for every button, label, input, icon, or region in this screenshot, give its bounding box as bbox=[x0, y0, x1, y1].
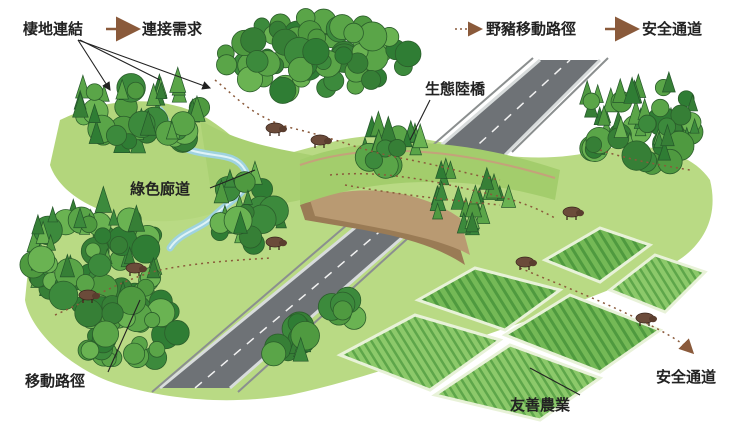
movement-paths bbox=[54, 79, 695, 355]
forest-clusters bbox=[19, 8, 704, 370]
wild-boars bbox=[78, 122, 657, 326]
tree-icon bbox=[146, 256, 161, 279]
tree-icon bbox=[465, 211, 479, 233]
label-green-corridor: 綠色廊道 bbox=[130, 180, 191, 198]
tree-icon bbox=[115, 78, 129, 100]
tree-icon bbox=[213, 178, 230, 204]
path-mid bbox=[329, 172, 556, 219]
tree-icon bbox=[59, 253, 76, 278]
legend-connection-needs: 連接需求 bbox=[142, 20, 203, 38]
path-top bbox=[214, 79, 501, 181]
wild-boar-icon bbox=[78, 289, 100, 303]
label-overpass: 生態陸橋 bbox=[425, 80, 486, 98]
tree-icon bbox=[73, 206, 87, 229]
legend-boar-path: 野豬移動路徑 bbox=[486, 20, 577, 38]
tree-icon bbox=[242, 189, 253, 205]
tree-icon bbox=[597, 104, 611, 126]
tree-icon bbox=[31, 213, 45, 235]
legend-habitat-connection: 棲地連結 bbox=[23, 20, 84, 38]
field-5 bbox=[541, 226, 654, 284]
label-friendly-farming: 友善農業 bbox=[510, 396, 571, 414]
tree-icon bbox=[108, 208, 120, 226]
tree-icon bbox=[88, 103, 101, 124]
tree-icon bbox=[662, 70, 676, 93]
tree-icon bbox=[169, 66, 187, 93]
field-6 bbox=[607, 253, 708, 314]
legend-safe-passage: 安全通道 bbox=[642, 20, 703, 38]
tree-icon bbox=[500, 183, 517, 208]
label-movement-path: 移動路徑 bbox=[25, 372, 86, 390]
tree-icon bbox=[165, 120, 179, 140]
tree-icon bbox=[188, 94, 206, 122]
farm-fields bbox=[336, 226, 708, 422]
field-4 bbox=[431, 343, 604, 422]
tree-icon bbox=[94, 185, 113, 213]
tree-icon bbox=[139, 109, 157, 136]
wild-boar-icon bbox=[515, 256, 537, 270]
tree-icon bbox=[479, 166, 495, 190]
tree-icon bbox=[127, 204, 146, 232]
wild-boar-icon bbox=[265, 236, 287, 250]
tree-icon bbox=[612, 77, 629, 103]
wild-boar-icon bbox=[635, 312, 657, 326]
tree-icon bbox=[613, 115, 629, 138]
tree-icon bbox=[450, 185, 467, 210]
tree-icon bbox=[468, 184, 482, 205]
callout-lines bbox=[77, 39, 581, 396]
tree-icon bbox=[292, 336, 309, 362]
tree-icon bbox=[412, 122, 429, 149]
field-2 bbox=[336, 313, 504, 392]
tree-icon bbox=[47, 205, 58, 223]
path-bridge bbox=[344, 184, 501, 206]
tree-icon bbox=[432, 202, 444, 220]
tree-icon bbox=[155, 81, 167, 100]
tree-icon bbox=[686, 93, 699, 112]
wild-boar-icon bbox=[125, 262, 147, 276]
tree-icon bbox=[660, 123, 675, 147]
field-1 bbox=[414, 266, 564, 332]
tree-icon bbox=[657, 139, 672, 161]
wild-boar-icon bbox=[310, 134, 332, 148]
wild-boar-icon bbox=[265, 122, 287, 136]
tree-icon bbox=[88, 119, 105, 144]
tree-icon bbox=[689, 117, 700, 134]
tree-icon bbox=[435, 180, 449, 201]
wild-boar-icon bbox=[562, 206, 584, 220]
tree-icon bbox=[233, 210, 248, 234]
path-left bbox=[54, 257, 271, 316]
tree-icon bbox=[435, 159, 448, 179]
tree-icon bbox=[401, 130, 413, 148]
field-3 bbox=[501, 293, 664, 374]
label-safe-passage: 安全通道 bbox=[656, 368, 717, 386]
tree-icon bbox=[623, 76, 641, 104]
tree-icon bbox=[72, 91, 89, 118]
